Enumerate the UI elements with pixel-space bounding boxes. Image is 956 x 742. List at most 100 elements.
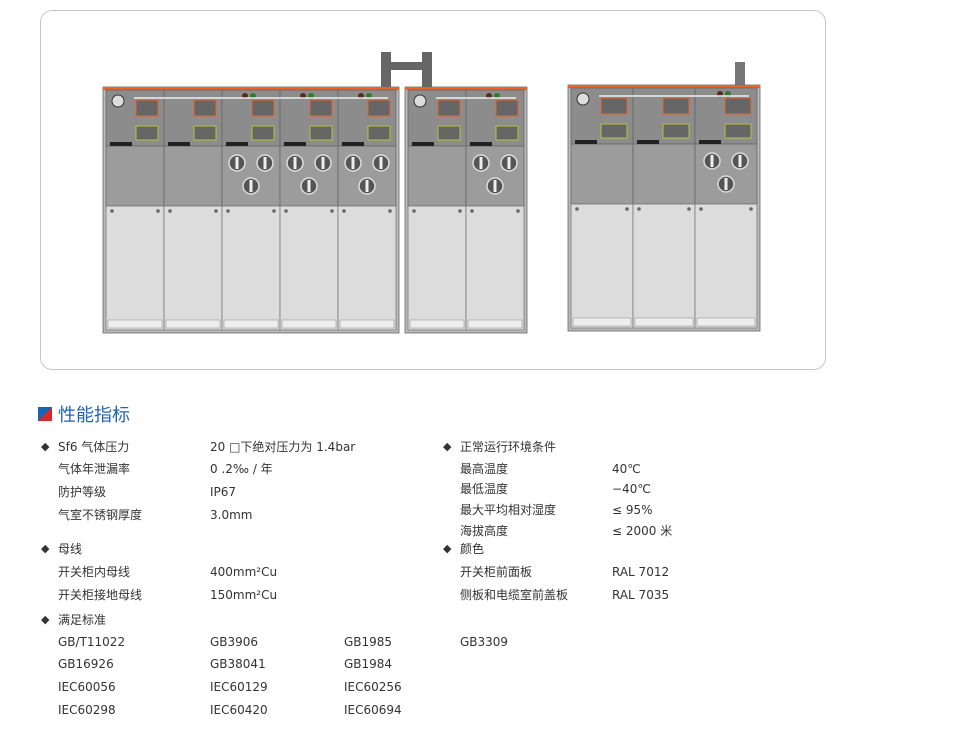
indicator-strip [168,142,190,146]
earth-box [437,125,461,141]
screw [687,207,691,211]
panel-middle [570,143,634,205]
spec-label: 气室不锈钢厚度 [58,508,143,522]
switch-box [309,99,333,117]
panel-base [165,319,221,329]
earth-box [193,125,217,141]
color-title: 颜色 [443,542,484,556]
knob-handle [507,157,511,169]
switch-box [367,99,391,117]
panel-base [223,319,279,329]
spec-value: 3.0mm [210,508,253,522]
indicator-strip [637,140,659,144]
earth-box [724,123,752,139]
panel-middle [694,143,758,205]
knob-handle [738,155,742,167]
earth-box [135,125,159,141]
spec-label: 开关柜前面板 [460,565,533,579]
spec-label: 最高温度 [460,462,509,476]
standards-title: 满足标准 [41,613,106,627]
busbar-title: 母线 [41,542,82,556]
knob-handle [351,157,355,169]
section-title: 性能指标 [58,405,130,426]
panel-lower [694,203,758,329]
spec-label: 防护等级 [58,485,107,499]
screw [214,209,218,213]
knob-handle [307,180,311,192]
gauge-icon [576,92,590,106]
standard-code: IEC60129 [210,680,268,694]
panel-lower [465,205,525,331]
indicator-strip [226,142,248,146]
panel-middle [105,145,165,207]
panel-middle [632,143,696,205]
panel-middle [163,145,223,207]
screw [342,209,346,213]
panel-middle [465,145,525,207]
knob-handle [493,180,497,192]
gauge-icon [111,94,125,108]
spec-value: RAL 7012 [612,565,670,579]
screw [156,209,160,213]
switch-box [193,99,217,117]
spec-value: 0 .2‰ / 年 [210,462,273,476]
screw [412,209,416,213]
panel-lower [279,205,339,331]
earth-box [367,125,391,141]
standard-code: GB/T11022 [58,635,126,649]
panel-middle [279,145,339,207]
sf6-title: Sf6 气体压力 [41,440,129,454]
spec-value: RAL 7035 [612,588,670,602]
knob-handle [263,157,267,169]
panel-lower [105,205,165,331]
panel-base [107,319,163,329]
panel-base [572,317,632,327]
bus-connector [422,52,432,92]
screw [575,207,579,211]
knob-handle [379,157,383,169]
indicator-strip [342,142,364,146]
heading-flag-icon [38,407,52,421]
standard-code: IEC60694 [344,703,402,717]
standard-code: GB38041 [210,657,266,671]
screw [749,207,753,211]
earth-box [309,125,333,141]
screw [458,209,462,213]
section-heading: 性能指标 [38,401,130,427]
knob-handle [321,157,325,169]
panel-lower [570,203,634,329]
bus-connector [735,62,745,90]
earth-box [495,125,519,141]
knob-handle [365,180,369,192]
switchgear-drawing [102,52,761,334]
cabinet-top-stripe [568,85,760,88]
indicator-strip [470,142,492,146]
screw [272,209,276,213]
knob-handle [724,178,728,190]
panel-lower [337,205,397,331]
standard-code: GB1984 [344,657,393,671]
sf6-value: 20 □下绝对压力为 1.4bar [210,440,356,454]
switch-box [724,97,752,115]
screw [470,209,474,213]
panel-lower [221,205,281,331]
panel-middle [337,145,397,207]
panel-lower [632,203,696,329]
indicator-strip [284,142,306,146]
earth-box [600,123,628,139]
cabinet-top-stripe [405,87,527,90]
earth-box [251,125,275,141]
spec-label: 侧板和电缆室前盖板 [460,588,569,602]
indicator-strip [575,140,597,144]
switch-box [251,99,275,117]
panel-base [467,319,523,329]
screw [284,209,288,213]
spec-value: 150mm²Cu [210,588,278,602]
knob-handle [235,157,239,169]
switch-box [662,97,690,115]
panel-middle [221,145,281,207]
standard-code: GB3309 [460,635,509,649]
switch-box [437,99,461,117]
switch-box [135,99,159,117]
panel-base [634,317,694,327]
